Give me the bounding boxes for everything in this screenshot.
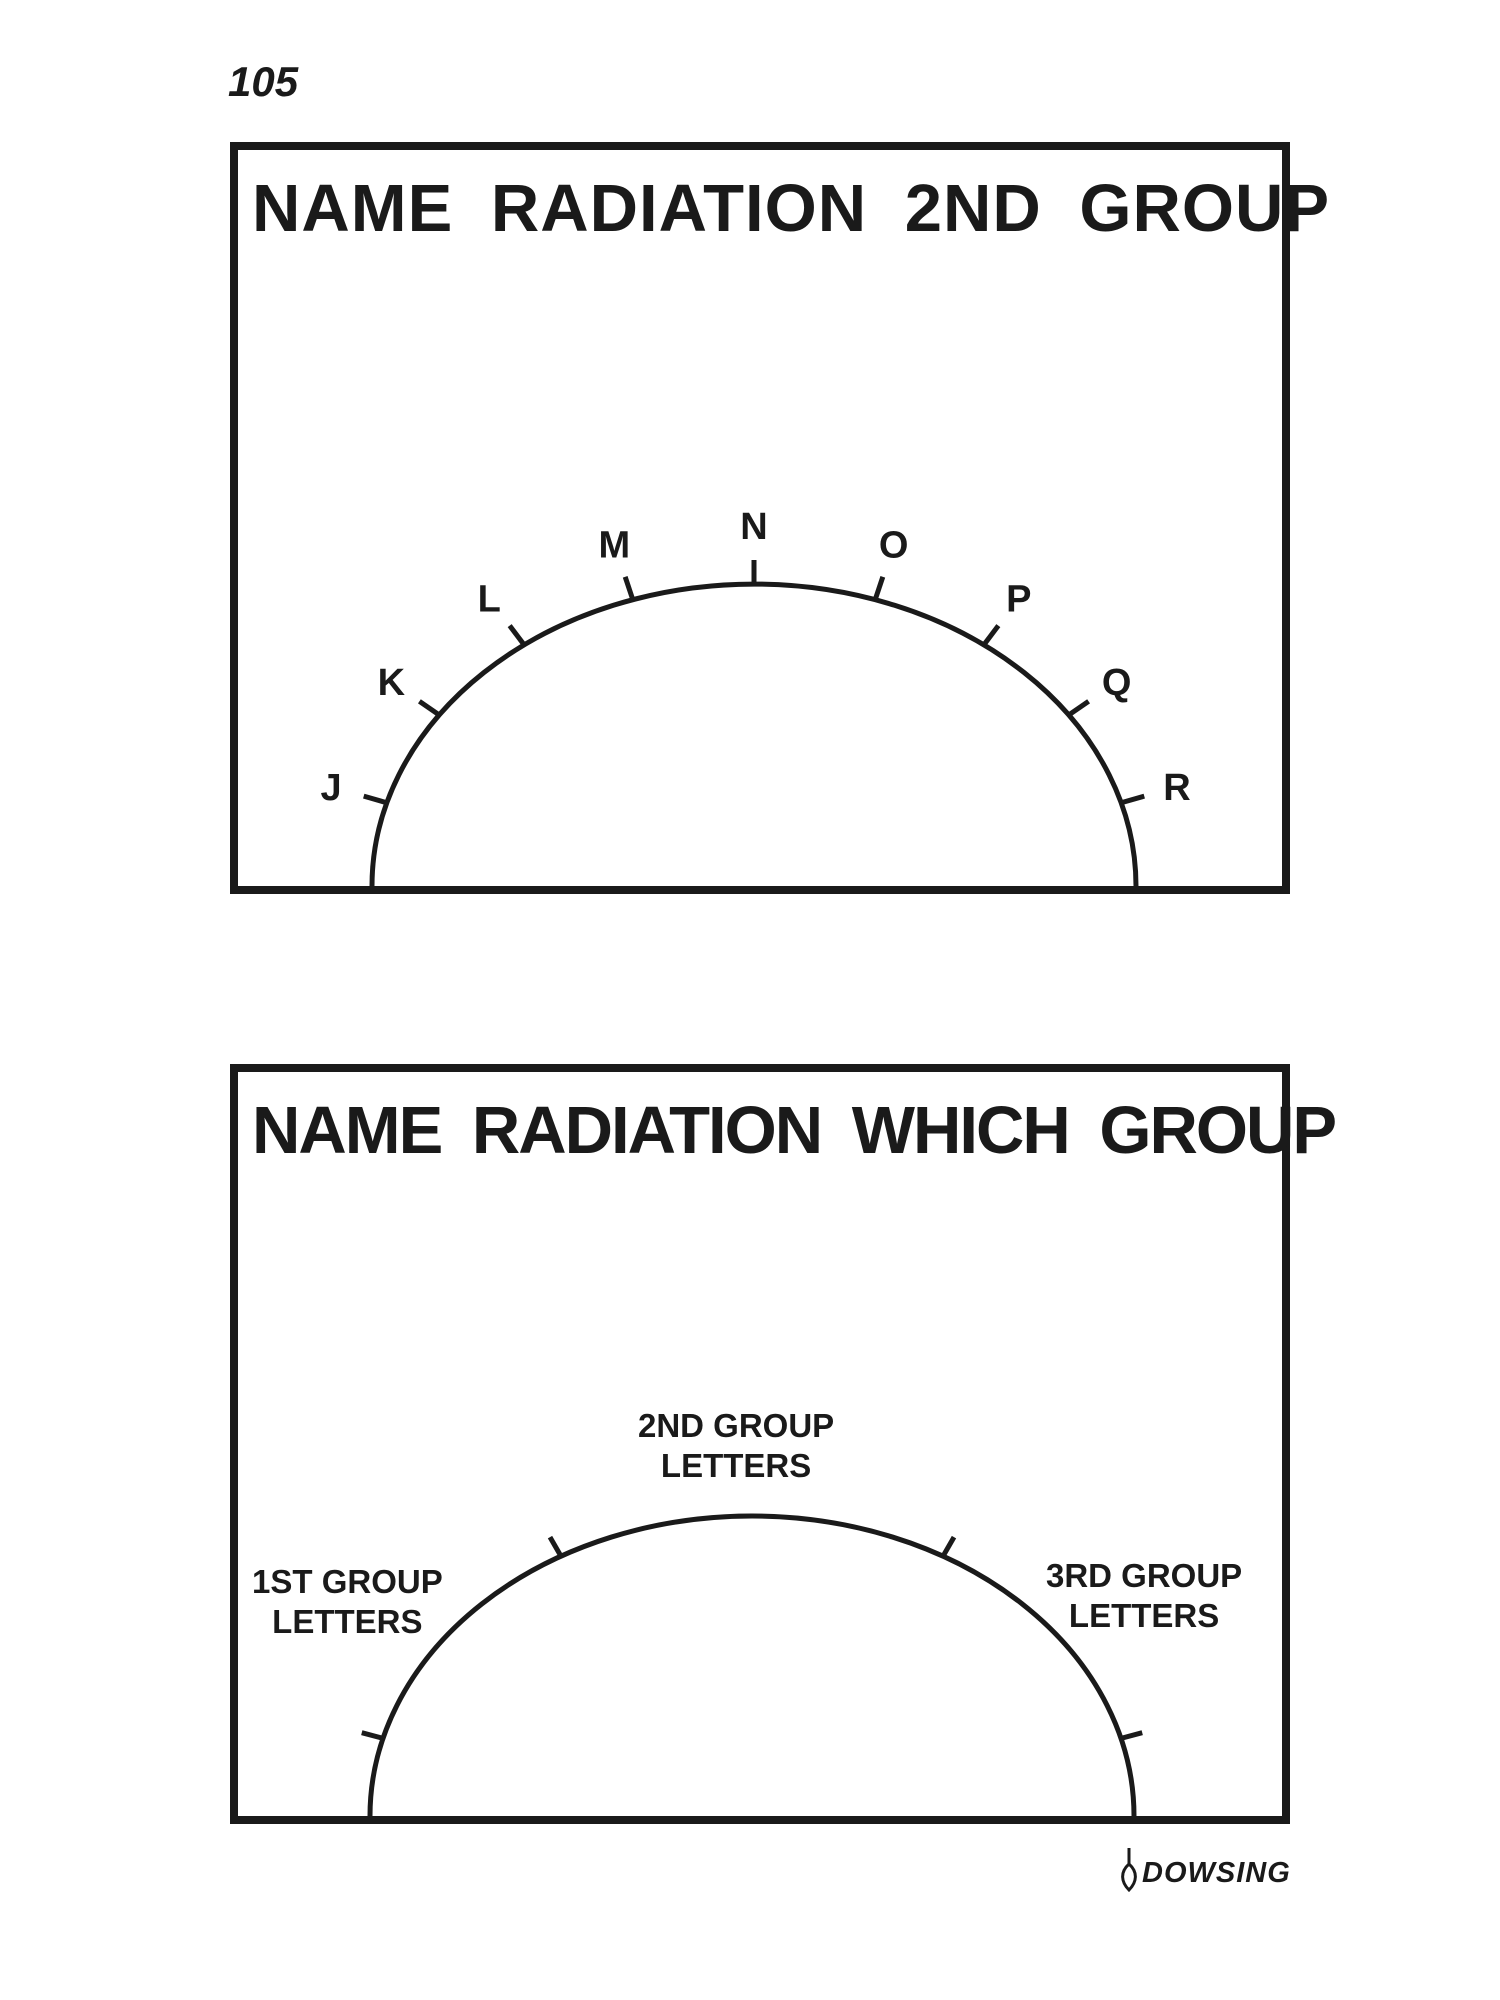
dial-letter-l: L <box>478 578 501 620</box>
first-group-label-line2: LETTERS <box>272 1603 423 1640</box>
dial-letter-r: R <box>1163 767 1190 809</box>
dial-letter-o: O <box>879 525 909 567</box>
dowsing-logo: DOWSING <box>1118 1848 1291 1892</box>
dial-tick <box>872 576 886 601</box>
pendulum-icon <box>1121 1848 1137 1892</box>
dial-letter-n: N <box>740 506 767 548</box>
dial-arc <box>369 581 1139 886</box>
dial-tick <box>361 1730 384 1741</box>
dial-tick <box>622 576 636 601</box>
third-group-label-line2: LETTERS <box>1068 1597 1220 1634</box>
third-group-label-line1: 3RD GROUP <box>1046 1557 1243 1594</box>
dial-letter-k: K <box>378 662 406 704</box>
dial-tick <box>417 699 441 718</box>
second-group-label-line2: LETTERS <box>660 1447 812 1484</box>
second-group-label-line1: 2ND GROUP <box>638 1407 835 1444</box>
dial-panel-2nd-group: NAME RADIATION 2ND GROUP J K L M N O P Q R <box>230 142 1331 894</box>
dial-letter-q: Q <box>1102 662 1132 704</box>
dial-arc <box>367 1513 1137 1816</box>
dial-tick <box>1120 793 1145 806</box>
dial-tick <box>547 1535 564 1558</box>
dial-letter-j: J <box>320 767 341 809</box>
dial-panel-which-group: NAME RADIATION WHICH GROUP 1ST GROUP LET… <box>230 1064 1337 1824</box>
dial-tick <box>507 624 527 647</box>
dial-tick <box>1067 699 1091 718</box>
dial-letter-p: P <box>1006 578 1031 620</box>
page-number: 105 <box>228 58 299 105</box>
second-group-label: 2ND GROUP LETTERS <box>638 1406 834 1486</box>
dial-tick <box>1120 1730 1143 1741</box>
dial-tick <box>940 1535 957 1558</box>
first-group-label: 1ST GROUP LETTERS <box>252 1562 443 1642</box>
third-group-label: 3RD GROUP LETTERS <box>1046 1556 1242 1636</box>
dial-tick <box>363 793 388 806</box>
letter-dial: J K L M N O P Q R <box>320 506 1191 886</box>
group-dial <box>361 1513 1143 1816</box>
dial-letter-m: M <box>599 525 631 567</box>
panel-title: NAME RADIATION 2ND GROUP <box>252 171 1331 246</box>
logo-text: DOWSING <box>1142 1857 1291 1889</box>
panel-title: NAME RADIATION WHICH GROUP <box>252 1093 1337 1168</box>
first-group-label-line1: 1ST GROUP <box>252 1563 443 1600</box>
dial-tick <box>981 624 1001 647</box>
